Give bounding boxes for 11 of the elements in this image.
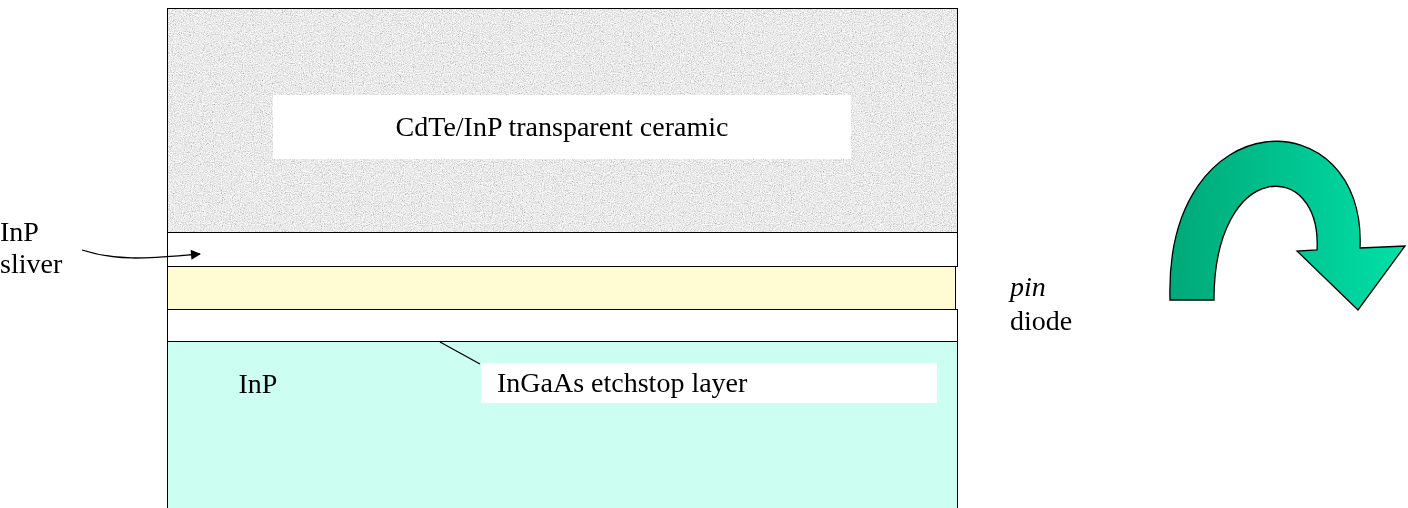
layer-caption: pin diode <box>1010 270 1074 338</box>
layer-label: CdTe/InP transparent ceramic <box>273 95 851 159</box>
substrate-layer <box>167 341 958 508</box>
diode-layer <box>167 266 956 310</box>
layer-label: InP sliver <box>0 216 90 296</box>
layer-label: InGaAs etchstop layer <box>481 363 937 403</box>
leader-line <box>439 341 481 365</box>
layer-label: InP <box>237 368 279 400</box>
sliver-layer <box>167 232 958 267</box>
etchstop-layer <box>167 309 958 342</box>
arrow <box>81 249 201 260</box>
